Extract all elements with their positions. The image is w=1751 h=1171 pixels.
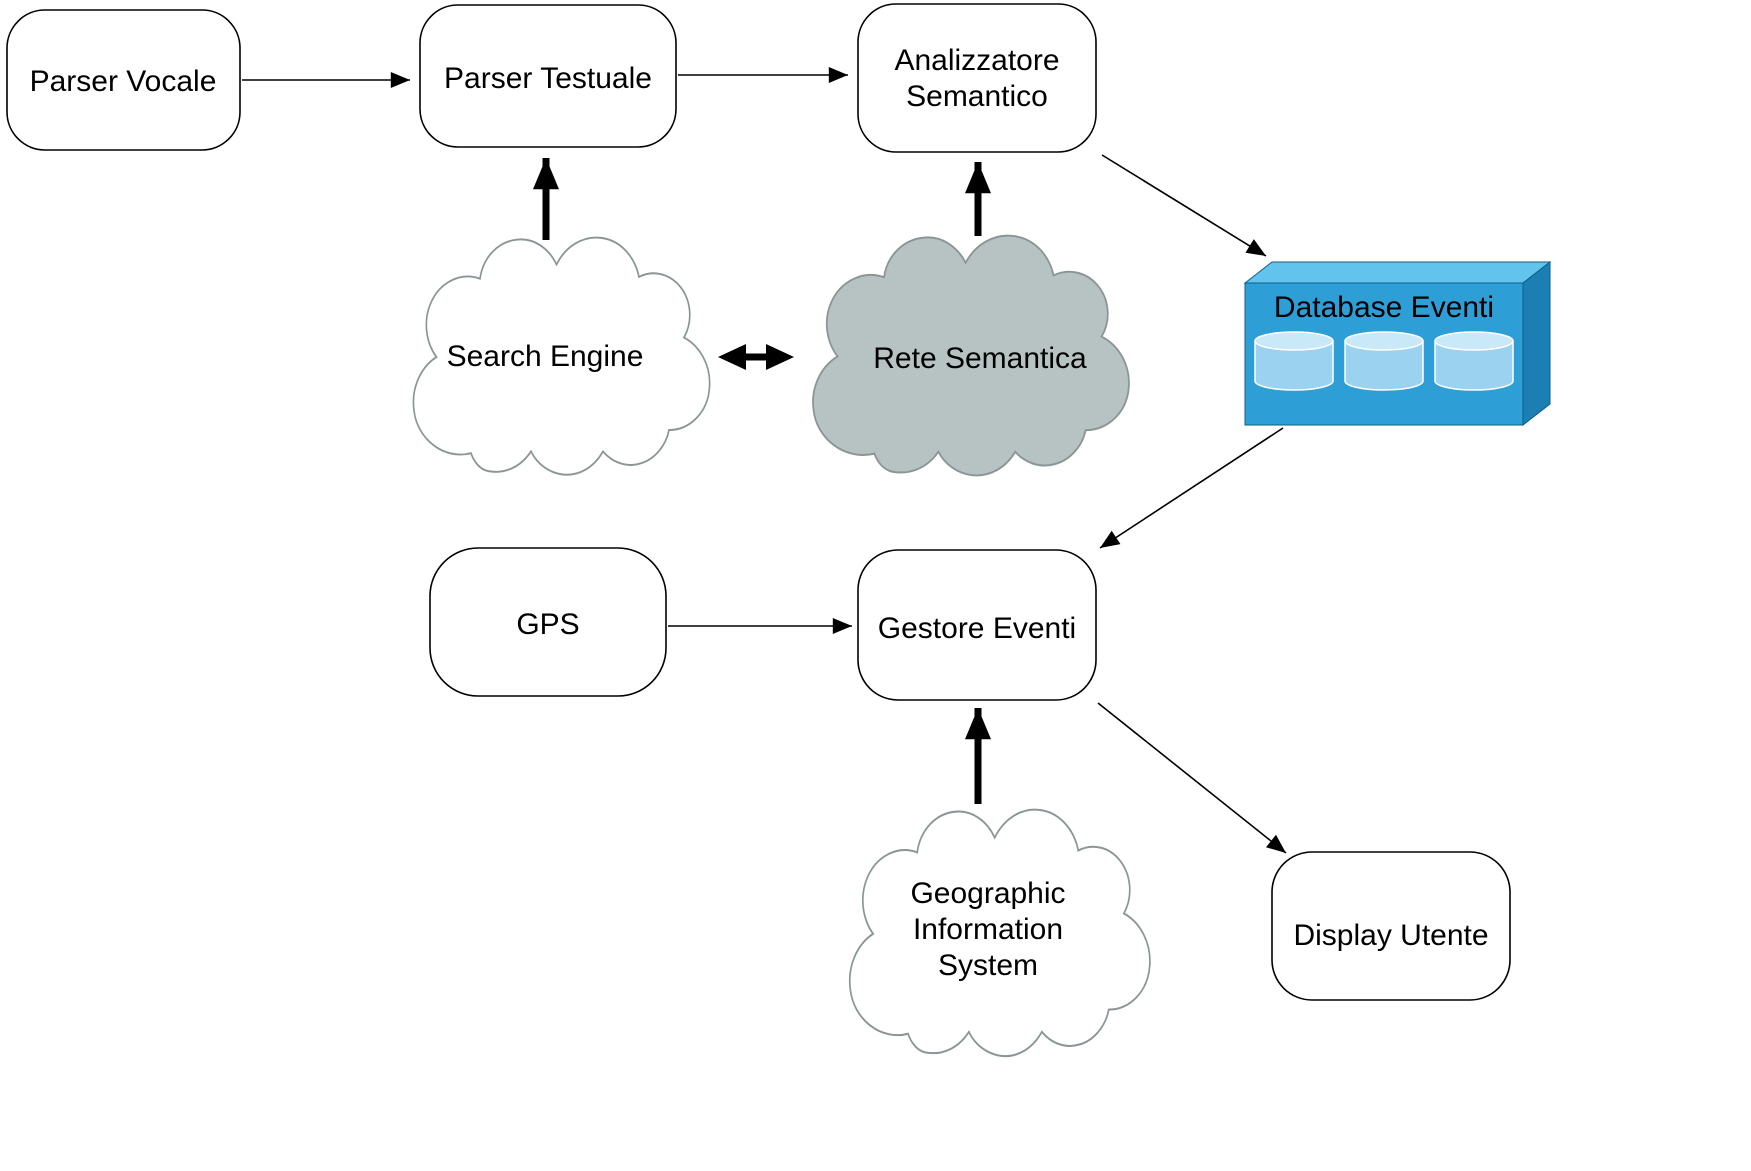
database-cylinder-icon	[1434, 331, 1514, 391]
analizzatore-semantico-label-line1: Analizzatore	[894, 44, 1059, 77]
node-gis-cloud: Geographic Information System	[848, 808, 1151, 1058]
node-parser-testuale: Parser Testuale	[419, 4, 677, 148]
display-utente-label: Display Utente	[1293, 919, 1488, 952]
database-side-face	[1522, 260, 1551, 427]
node-analizzatore-semantico: Analizzatore Semantico	[857, 3, 1097, 153]
parser-testuale-label: Parser Testuale	[444, 62, 652, 95]
edge-search-engine-rete-semantica-bidirectional	[718, 344, 794, 370]
node-parser-vocale: Parser Vocale	[6, 9, 241, 151]
gis-label-line3: System	[938, 949, 1038, 982]
node-search-engine-cloud: Search Engine	[412, 236, 711, 476]
database-cylinder-icon	[1254, 331, 1334, 391]
edge-analizzatore-semantico-to-database-eventi	[1101, 154, 1267, 257]
database-eventi-label: Database Eventi	[1274, 291, 1494, 324]
gis-label-line1: Geographic	[910, 877, 1065, 910]
gis-label-line2: Information	[913, 913, 1063, 946]
rete-semantica-label: Rete Semantica	[873, 342, 1087, 375]
node-database-eventi: Database Eventi	[1243, 260, 1552, 427]
parser-vocale-label: Parser Vocale	[30, 65, 217, 98]
node-gps: GPS	[429, 547, 667, 697]
edge-database-eventi-to-gestore-eventi	[1099, 427, 1284, 549]
node-rete-semantica-cloud: Rete Semantica	[812, 234, 1130, 477]
edge-gestore-eventi-to-display-utente	[1097, 702, 1287, 854]
database-cylinder-icon	[1344, 331, 1424, 391]
node-gestore-eventi: Gestore Eventi	[857, 549, 1097, 701]
gestore-eventi-label: Gestore Eventi	[878, 612, 1076, 645]
gps-label: GPS	[516, 608, 579, 641]
search-engine-label: Search Engine	[447, 340, 644, 373]
node-display-utente: Display Utente	[1271, 851, 1511, 1001]
analizzatore-semantico-label-line2: Semantico	[906, 80, 1048, 113]
database-top-face	[1243, 261, 1552, 284]
